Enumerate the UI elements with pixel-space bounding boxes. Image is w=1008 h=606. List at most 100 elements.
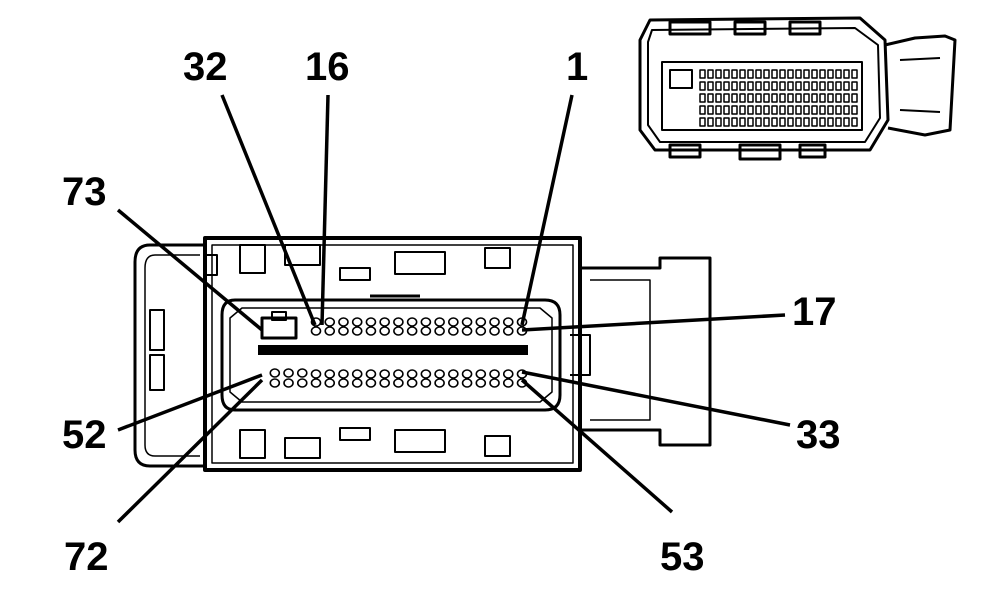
inset-pin-cavity <box>843 117 850 127</box>
pin-cavity <box>461 317 473 327</box>
pin-cavity <box>502 317 514 327</box>
inset-pin-cavity <box>787 81 794 91</box>
pin-cavity <box>365 326 377 336</box>
pin-cavity <box>324 369 336 379</box>
inset-pin-cavity <box>699 93 706 103</box>
inset-pin-cavity <box>723 117 730 127</box>
pin-cavity <box>461 326 473 336</box>
inset-pin-cavity <box>795 81 802 91</box>
inset-pin-cavity <box>787 69 794 79</box>
pin-cavity <box>393 326 404 336</box>
pin-cavity <box>420 317 432 327</box>
inset-pin-cavity <box>803 81 810 91</box>
pin-cavity <box>406 378 418 388</box>
pin-cavity <box>338 369 349 379</box>
inset-pin-cavity <box>795 105 802 115</box>
inset-pin-cavity <box>803 93 810 103</box>
pin-cavity <box>296 378 308 388</box>
leader-16 <box>320 94 330 326</box>
pin-cavity <box>448 369 459 379</box>
inset-pin-cavity <box>819 105 826 115</box>
inset-pin-cavity <box>779 81 786 91</box>
pin-cavity <box>283 378 294 388</box>
inset-pin-cavity <box>851 69 858 79</box>
inset-pin-cavity <box>843 81 850 91</box>
inset-pin-cavity <box>715 105 722 115</box>
pin-cavity <box>461 378 473 388</box>
pin-cavity <box>489 378 500 388</box>
pin-cavity <box>406 317 418 327</box>
inset-pin-cavity <box>779 69 786 79</box>
pin-label-33: 33 <box>796 413 841 457</box>
pin-label-52: 52 <box>62 413 107 457</box>
leader-72 <box>116 378 264 524</box>
pin-cavity <box>448 326 459 336</box>
pin-cavity <box>379 369 390 379</box>
pin-cavity <box>434 326 445 336</box>
pin-cavity <box>365 378 377 388</box>
pin-cavity <box>324 378 336 388</box>
inset-pin-cavity <box>771 93 778 103</box>
pin-cavity <box>502 369 514 379</box>
pin-cavity <box>379 317 390 327</box>
pin-cavity <box>283 368 294 378</box>
inset-pin-cavity <box>819 69 826 79</box>
inset-pin-cavity <box>835 81 842 91</box>
inset-pin-cavity <box>827 105 834 115</box>
pin-cavity <box>351 317 363 327</box>
inset-pin-cavity <box>835 105 842 115</box>
pin-cavity <box>365 369 377 379</box>
inset-pin-cavity <box>715 69 722 79</box>
pin-cavity <box>296 368 308 378</box>
leader-lines <box>116 94 791 524</box>
pin-label-1: 1 <box>566 45 588 89</box>
pin-cavity <box>475 317 487 327</box>
inset-pin-cavity <box>731 93 738 103</box>
inset-pin-cavity <box>747 117 754 127</box>
pin-cavity <box>393 378 404 388</box>
inset-pin-cavity <box>715 93 722 103</box>
pin-cavity <box>434 378 445 388</box>
pin-number-labels: 32 16 1 73 17 52 33 72 53 <box>62 45 841 579</box>
inset-pin-cavity <box>803 69 810 79</box>
pin-cavity <box>420 369 432 379</box>
pin-cavity <box>338 317 349 327</box>
pin-cavity <box>420 378 432 388</box>
inset-pin-cavity <box>851 117 858 127</box>
leader-33 <box>521 370 791 427</box>
inset-pin-cavity <box>843 105 850 115</box>
pin-label-73: 73 <box>62 170 107 214</box>
pin-cavity <box>475 378 487 388</box>
pin-cavity <box>489 369 500 379</box>
pin-label-32: 32 <box>183 45 228 89</box>
inset-pin-cavity <box>819 93 826 103</box>
inset-pin-cavity <box>795 117 802 127</box>
pin-cavity <box>310 369 322 379</box>
inset-pin-cavity <box>763 117 770 127</box>
pin-cavity <box>420 326 432 336</box>
inset-pin-cavity <box>755 93 762 103</box>
leader-53 <box>520 378 674 514</box>
pin-cavity <box>351 369 363 379</box>
pin-cavity <box>448 378 459 388</box>
inset-pin-cavity <box>819 81 826 91</box>
pin-cavity <box>393 369 404 379</box>
pin-cavity <box>448 317 459 327</box>
inset-pin-cavity <box>787 117 794 127</box>
inset-pin-cavity <box>811 105 818 115</box>
pin-cavity <box>365 317 377 327</box>
pin-cavity <box>406 326 418 336</box>
inset-pin-cavity <box>763 105 770 115</box>
inset-pin-cavity <box>827 117 834 127</box>
inset-pin-cavity <box>723 81 730 91</box>
inset-pin-cavity <box>755 69 762 79</box>
inset-pin-cavity <box>755 105 762 115</box>
inset-pin-cavity <box>731 117 738 127</box>
inset-pin-cavity <box>827 81 834 91</box>
inset-pin-cavity <box>811 93 818 103</box>
pin-cavity <box>502 378 514 388</box>
pin-cavity <box>351 378 363 388</box>
inset-pin-cavity <box>755 117 762 127</box>
inset-pin-cavity <box>763 69 770 79</box>
inset-pin-cavity <box>747 69 754 79</box>
